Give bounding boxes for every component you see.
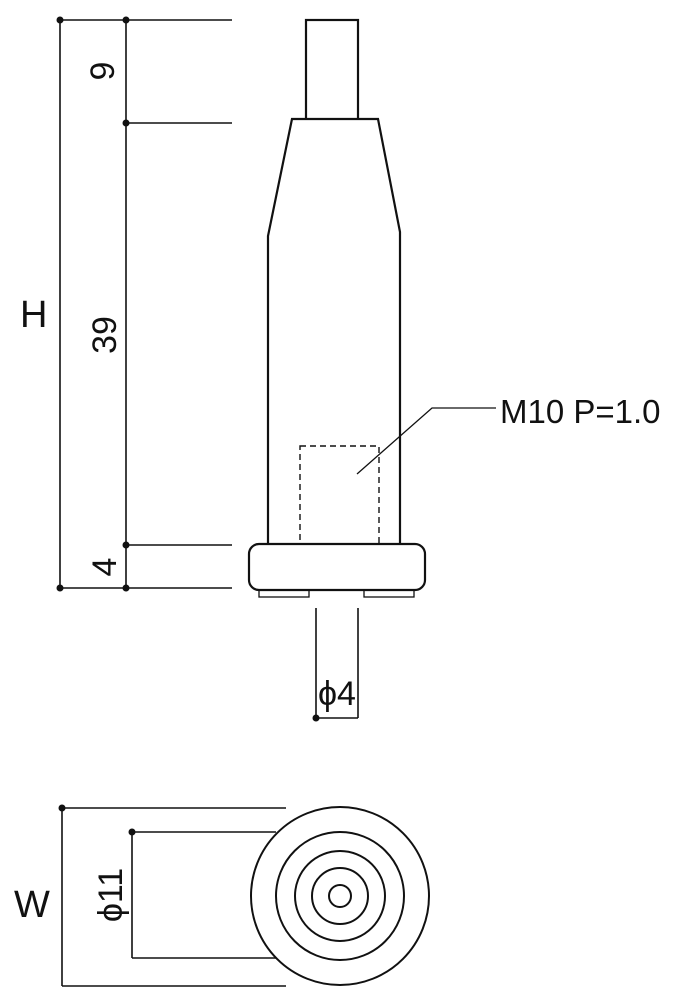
ring-3 bbox=[294, 850, 386, 942]
thread-leader-line bbox=[356, 407, 496, 475]
tapered-body bbox=[266, 117, 402, 547]
width-dimensions: W ϕ11 bbox=[14, 804, 286, 987]
pin-diameter-label: ϕ4 bbox=[318, 675, 356, 713]
overall-height-label: H bbox=[20, 294, 47, 336]
foot-pad-right bbox=[363, 589, 415, 598]
top-cylinder bbox=[304, 18, 360, 124]
center-hole bbox=[328, 884, 352, 908]
outer-ring bbox=[250, 806, 430, 986]
base-flange bbox=[247, 542, 427, 592]
thread-spec-label: M10 P=1.0 bbox=[500, 393, 661, 430]
bottom-view bbox=[250, 806, 430, 986]
pin-diameter-dimension: ϕ4 bbox=[312, 608, 359, 722]
width-label: W bbox=[14, 884, 50, 926]
base-section-dimension: 4 bbox=[86, 558, 124, 577]
ring-2 bbox=[275, 831, 405, 961]
side-view bbox=[247, 18, 427, 598]
height-dimensions: H 9 39 4 bbox=[20, 16, 232, 592]
foot-pad-left bbox=[258, 589, 310, 598]
internal-thread-hidden-lines bbox=[299, 445, 380, 545]
top-section-dimension: 9 bbox=[84, 62, 122, 81]
base-diameter-label: ϕ11 bbox=[92, 868, 130, 922]
thread-callout: M10 P=1.0 bbox=[356, 393, 661, 475]
middle-section-dimension: 39 bbox=[86, 316, 124, 354]
ring-4 bbox=[311, 867, 369, 925]
